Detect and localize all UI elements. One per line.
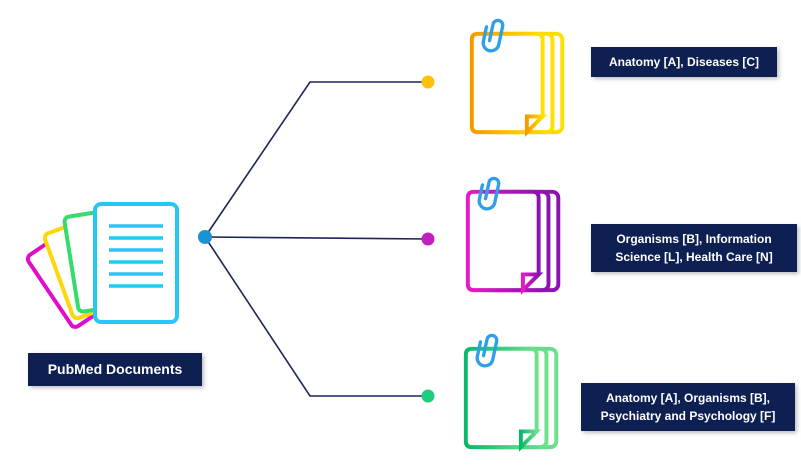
branch-label-bottom: Anatomy [A], Organisms [B], Psychiatry a… — [581, 383, 795, 431]
branch-doc-icon-top — [469, 18, 565, 137]
paperclip-icon — [481, 18, 505, 53]
folded-corner-icon — [518, 429, 542, 452]
branch-label-middle: Organisms [B], Information Science [L], … — [591, 224, 797, 272]
branch-doc-icon-middle — [465, 176, 561, 295]
pubmed-document-stack-icon — [25, 202, 179, 329]
branch-line-bottom — [204, 236, 428, 397]
document-text-lines — [477, 207, 527, 255]
branch-dot-top — [421, 75, 435, 89]
source-label-text: PubMed Documents — [47, 361, 183, 377]
branch-dot-bottom — [421, 389, 435, 403]
paperclip-icon — [477, 176, 501, 211]
branch-doc-icon-bottom — [463, 333, 559, 452]
source-label: PubMed Documents — [28, 353, 202, 386]
folded-corner-icon — [524, 114, 548, 137]
branch-label-text: Organisms [B], Information Science [L], … — [615, 232, 773, 264]
branch-label-text: Anatomy [A], Diseases [C] — [608, 55, 760, 69]
hub-dot — [198, 230, 212, 244]
stack-doc-text-lines — [109, 224, 163, 288]
paperclip-icon — [475, 333, 499, 368]
branch-dot-middle — [421, 232, 435, 246]
branch-line-top — [204, 81, 428, 238]
branch-label-text: Anatomy [A], Organisms [B], Psychiatry a… — [600, 391, 776, 423]
branch-label-top: Anatomy [A], Diseases [C] — [591, 47, 777, 77]
branch-line-middle — [204, 236, 429, 240]
folded-corner-icon — [520, 272, 544, 295]
